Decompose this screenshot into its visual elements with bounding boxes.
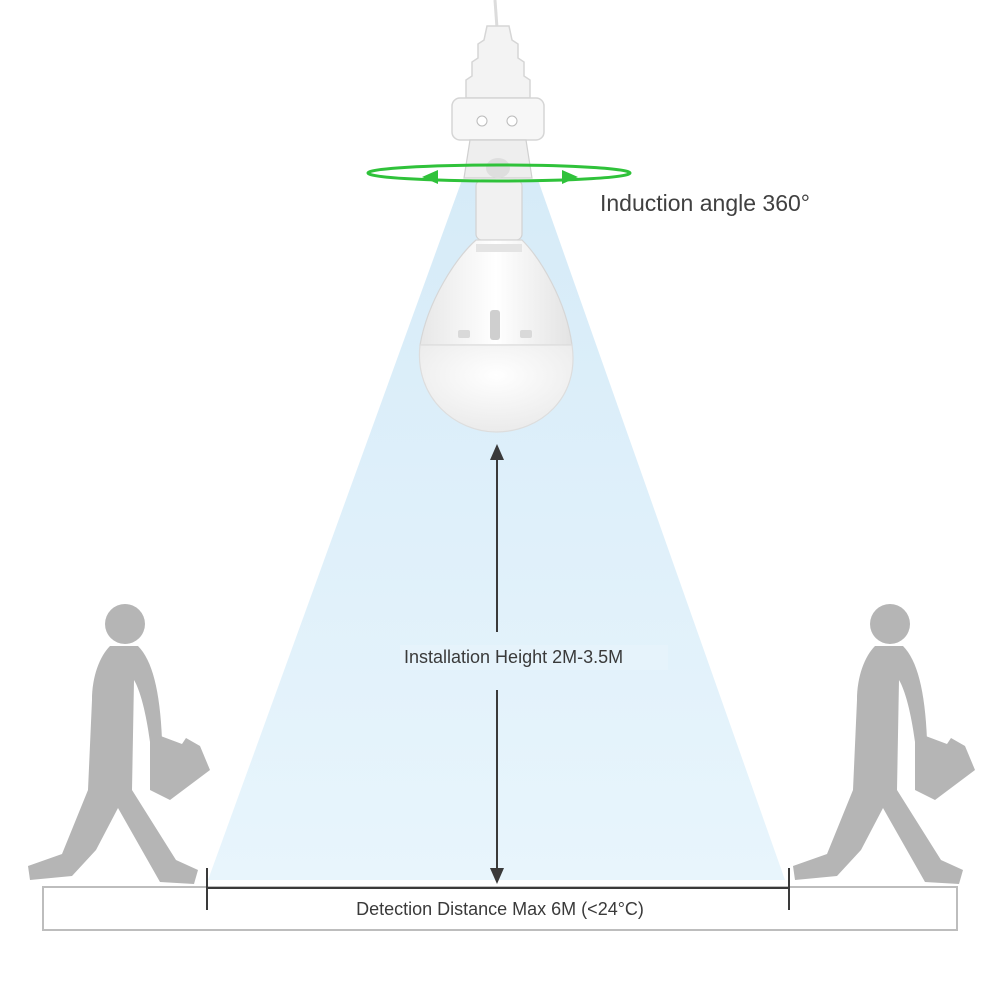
sensor-socket bbox=[451, 25, 545, 241]
detection-distance-label: Detection Distance Max 6M (<24°C) bbox=[356, 899, 644, 919]
walking-person-icon bbox=[793, 604, 975, 884]
rotation-ring-icon bbox=[366, 163, 632, 184]
walking-person-icon bbox=[28, 604, 210, 884]
floor-strip bbox=[42, 886, 958, 931]
installation-height-arrow bbox=[490, 444, 504, 884]
installation-height-label: Installation Height 2M-3.5M bbox=[400, 645, 668, 670]
detection-distance-marker bbox=[206, 868, 790, 910]
power-cord bbox=[493, 0, 499, 29]
induction-angle-label: Induction angle 360° bbox=[600, 190, 810, 216]
bulb-icon bbox=[418, 239, 574, 433]
